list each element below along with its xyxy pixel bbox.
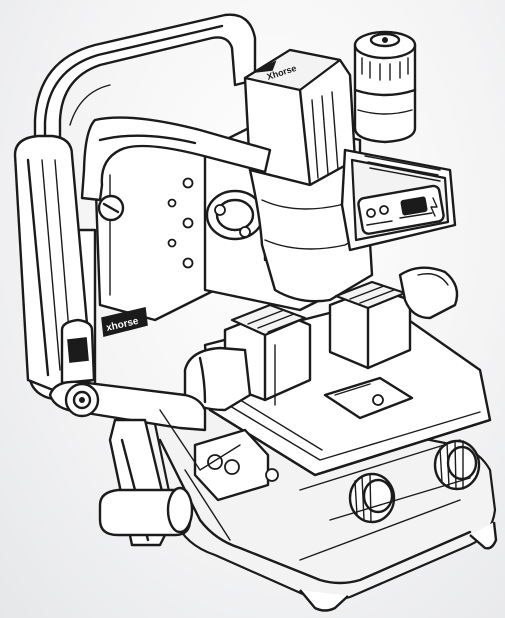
depth-adjust-dial [353,30,417,144]
base-accent-lines [299,439,471,521]
clamp-carriage [183,266,492,477]
operating-lever [80,116,272,222]
tool-grip [13,134,96,394]
adjustment-knob-left [348,472,396,524]
linkage-arm [48,380,241,547]
front-panel-holes [193,428,279,502]
control-panel [340,148,457,252]
side-brand-label: xhorse [101,307,148,338]
adjustment-knob-right [433,439,481,491]
machine-body [93,48,374,322]
